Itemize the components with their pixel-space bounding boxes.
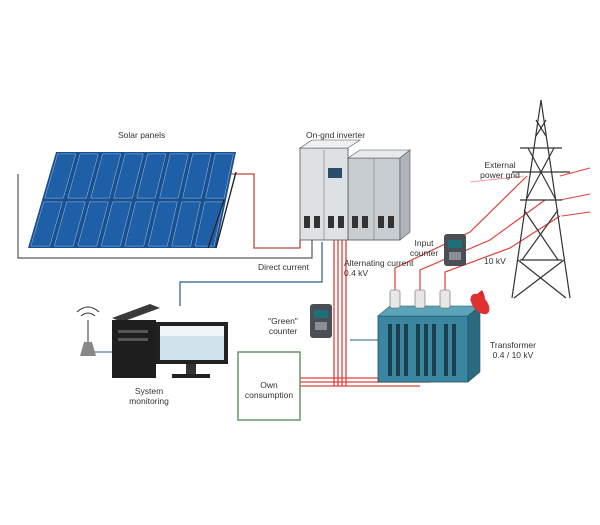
label-transformer: Transformer 0.4 / 10 kV <box>480 340 546 360</box>
label-direct-current: Direct current <box>258 262 310 272</box>
solar-cell <box>159 153 189 199</box>
label-alternating-current-line1: Alternating current <box>344 258 414 268</box>
solar-cell <box>100 201 132 247</box>
data-wire-computer <box>179 242 323 306</box>
solar-cell <box>136 153 167 199</box>
label-own-consumption-line2: consumption <box>244 390 294 400</box>
antenna-icon <box>76 306 100 356</box>
solar-panel-icon <box>28 152 237 249</box>
label-own-consumption: Own consumption <box>238 380 300 400</box>
solar-cell <box>171 201 201 247</box>
label-transformer-line1: Transformer <box>490 340 536 350</box>
label-external-grid: External power gnd <box>470 160 530 180</box>
solar-cell <box>30 201 63 247</box>
label-input-counter: Input counter <box>404 238 444 258</box>
label-external-grid-line1: External <box>484 160 516 170</box>
dc-wire-top <box>230 173 301 249</box>
label-solar-panels: Solar panels <box>118 130 166 140</box>
monitor-icon <box>156 322 228 378</box>
solar-cell <box>194 201 224 247</box>
label-green-counter-line2: counter <box>268 326 298 336</box>
label-alternating-current-line2: 0.4 kV <box>344 268 369 278</box>
label-inverter: On-gnd inverter <box>306 130 366 140</box>
label-input-counter-line1: Input <box>414 238 434 248</box>
label-system-monitoring-line1: System <box>134 386 164 396</box>
dc-wire-outer <box>17 174 313 259</box>
own-consumption-box <box>237 351 301 421</box>
label-alternating-current: Alternating current 0.4 kV <box>344 258 413 278</box>
label-transformer-line2: 0.4 / 10 kV <box>492 350 534 360</box>
label-system-monitoring: System monitoring <box>124 386 174 406</box>
solar-cell <box>90 153 122 199</box>
solar-cell <box>113 153 144 199</box>
transformer-icon <box>377 289 490 383</box>
inverter-cabinet-icon <box>299 139 411 241</box>
meter-icon <box>444 234 466 266</box>
label-input-counter-line2: counter <box>409 248 439 258</box>
label-green-counter-line1: "Green" <box>268 316 298 326</box>
label-own-consumption-line1: Own <box>260 380 278 390</box>
label-system-monitoring-line2: monitoring <box>129 396 169 406</box>
solar-cell <box>67 153 99 199</box>
solar-cell <box>124 201 155 247</box>
computer-tower-icon <box>112 304 160 378</box>
solar-cell <box>205 153 234 199</box>
solar-cell <box>53 201 86 247</box>
solar-cell <box>77 201 109 247</box>
label-green-counter: "Green" counter <box>260 316 306 336</box>
meter-icon <box>310 304 332 338</box>
solar-cell <box>44 153 77 199</box>
solar-cell <box>182 153 212 199</box>
label-external-grid-line2: power gnd <box>480 170 520 180</box>
label-10kv: 10 kV <box>484 256 506 266</box>
power-pylon-icon <box>511 99 571 299</box>
solar-cell <box>147 201 178 247</box>
